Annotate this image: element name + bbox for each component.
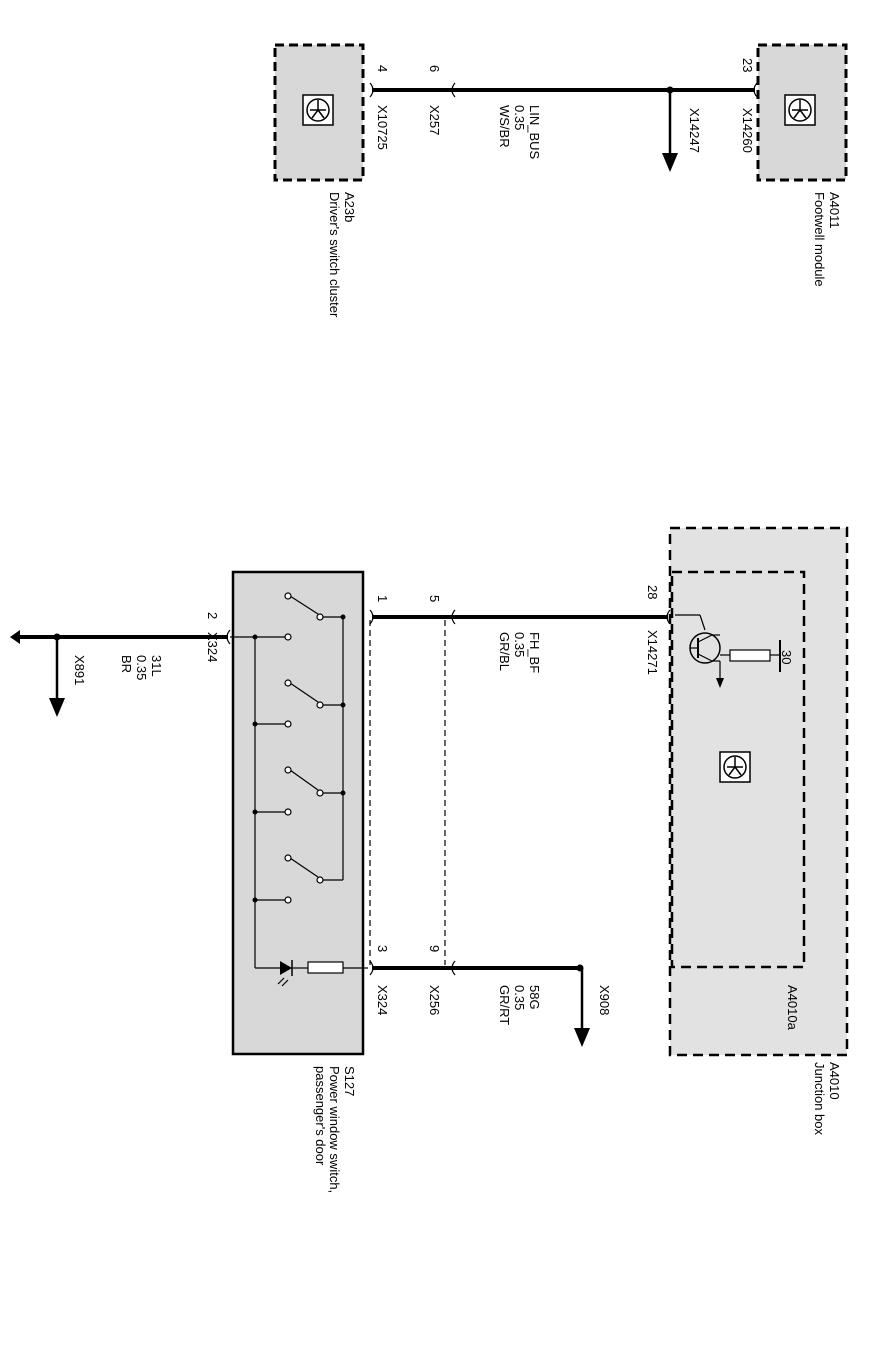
ground-gauge-label: 0.35 bbox=[134, 655, 149, 680]
footwell-pin-label: 23 bbox=[740, 58, 755, 72]
switch-contact-1 bbox=[255, 592, 343, 641]
fh-bf-wire bbox=[369, 609, 671, 625]
junction-pin-label: 28 bbox=[645, 585, 660, 599]
fh-gauge-label: 0.35 bbox=[512, 632, 527, 657]
wire-58g-connector-label: X256 bbox=[427, 985, 442, 1015]
switch-name-line1: Power window switch, bbox=[327, 1066, 342, 1193]
control-unit-icon bbox=[719, 751, 751, 783]
switch-pin3-label: 3 bbox=[375, 945, 390, 952]
ground-color-label: BR bbox=[119, 655, 134, 673]
switch-id: S127 bbox=[342, 1066, 357, 1096]
footwell-module-name: Footwell module bbox=[812, 192, 827, 287]
switch-pin1-label: 1 bbox=[375, 595, 390, 602]
footwell-module-id: A4011 bbox=[827, 192, 842, 229]
resistor-icon bbox=[720, 640, 781, 672]
fh-pin-label: 5 bbox=[427, 595, 442, 602]
power-window-switch bbox=[230, 570, 368, 1056]
drivers-switch-name: Driver's switch cluster bbox=[327, 192, 342, 318]
wire-58g-pin-label: 9 bbox=[427, 945, 442, 952]
drivers-switch-id: A23b bbox=[342, 192, 357, 222]
switch-contact-4 bbox=[252, 854, 343, 904]
switch-pin2-label: 2 bbox=[205, 612, 220, 619]
control-unit-icon bbox=[784, 94, 816, 126]
drivers-switch-cluster bbox=[273, 43, 365, 182]
ground-wire bbox=[10, 629, 231, 717]
junction-box bbox=[668, 526, 849, 1057]
switch-connector-top: X324 bbox=[205, 632, 220, 662]
splice-arrow-icon bbox=[574, 1028, 590, 1047]
junction-box-name: Junction box bbox=[812, 1062, 827, 1135]
wire-58g-color-label: GR/RT bbox=[497, 985, 512, 1025]
junction-connector-label: X14271 bbox=[645, 630, 660, 675]
lin-pin-label: 6 bbox=[427, 65, 442, 72]
fh-signal-label: FH_BF bbox=[527, 632, 542, 673]
splice-arrow-icon bbox=[49, 698, 65, 717]
lin-connector-label: X257 bbox=[427, 105, 442, 135]
wire-58g-signal-label: 58G bbox=[527, 985, 542, 1010]
switch-contact-3 bbox=[252, 766, 343, 816]
ground-terminal-icon bbox=[10, 630, 20, 644]
switch-connector-bottom: X324 bbox=[375, 985, 390, 1015]
splice-arrow-icon bbox=[662, 153, 678, 172]
lin-signal-label: LIN_BUS bbox=[527, 105, 542, 160]
wire-58g-gauge-label: 0.35 bbox=[512, 985, 527, 1010]
wire-58g bbox=[369, 960, 590, 1047]
drivers-connector-label: X10725 bbox=[375, 105, 390, 150]
junction-box-sub-id: A4010a bbox=[785, 985, 800, 1031]
junction-terminal-label: 30 bbox=[779, 650, 794, 664]
ground-point-label: X891 bbox=[72, 655, 87, 685]
lin-gauge-label: 0.35 bbox=[512, 105, 527, 130]
wire-58g-splice-label: X908 bbox=[597, 985, 612, 1015]
footwell-splice-label: X14247 bbox=[687, 108, 702, 153]
fh-color-label: GR/BL bbox=[497, 632, 512, 671]
footwell-connector-label: X14260 bbox=[740, 108, 755, 153]
switch-name-line2: passenger's door bbox=[313, 1066, 328, 1166]
shield-outline bbox=[369, 620, 446, 965]
switch-contact-2 bbox=[252, 679, 343, 728]
footwell-module bbox=[756, 43, 848, 182]
lin-color-label: WS/BR bbox=[497, 105, 512, 148]
ground-signal-label: 31L bbox=[149, 655, 164, 677]
led-icon bbox=[255, 960, 293, 987]
resistor-icon bbox=[292, 961, 368, 974]
control-unit-icon bbox=[302, 94, 334, 126]
lin-bus-wire bbox=[369, 82, 758, 172]
junction-box-id: A4010 bbox=[827, 1062, 842, 1100]
drivers-pin-label: 4 bbox=[375, 65, 390, 72]
transistor-icon bbox=[675, 614, 724, 688]
